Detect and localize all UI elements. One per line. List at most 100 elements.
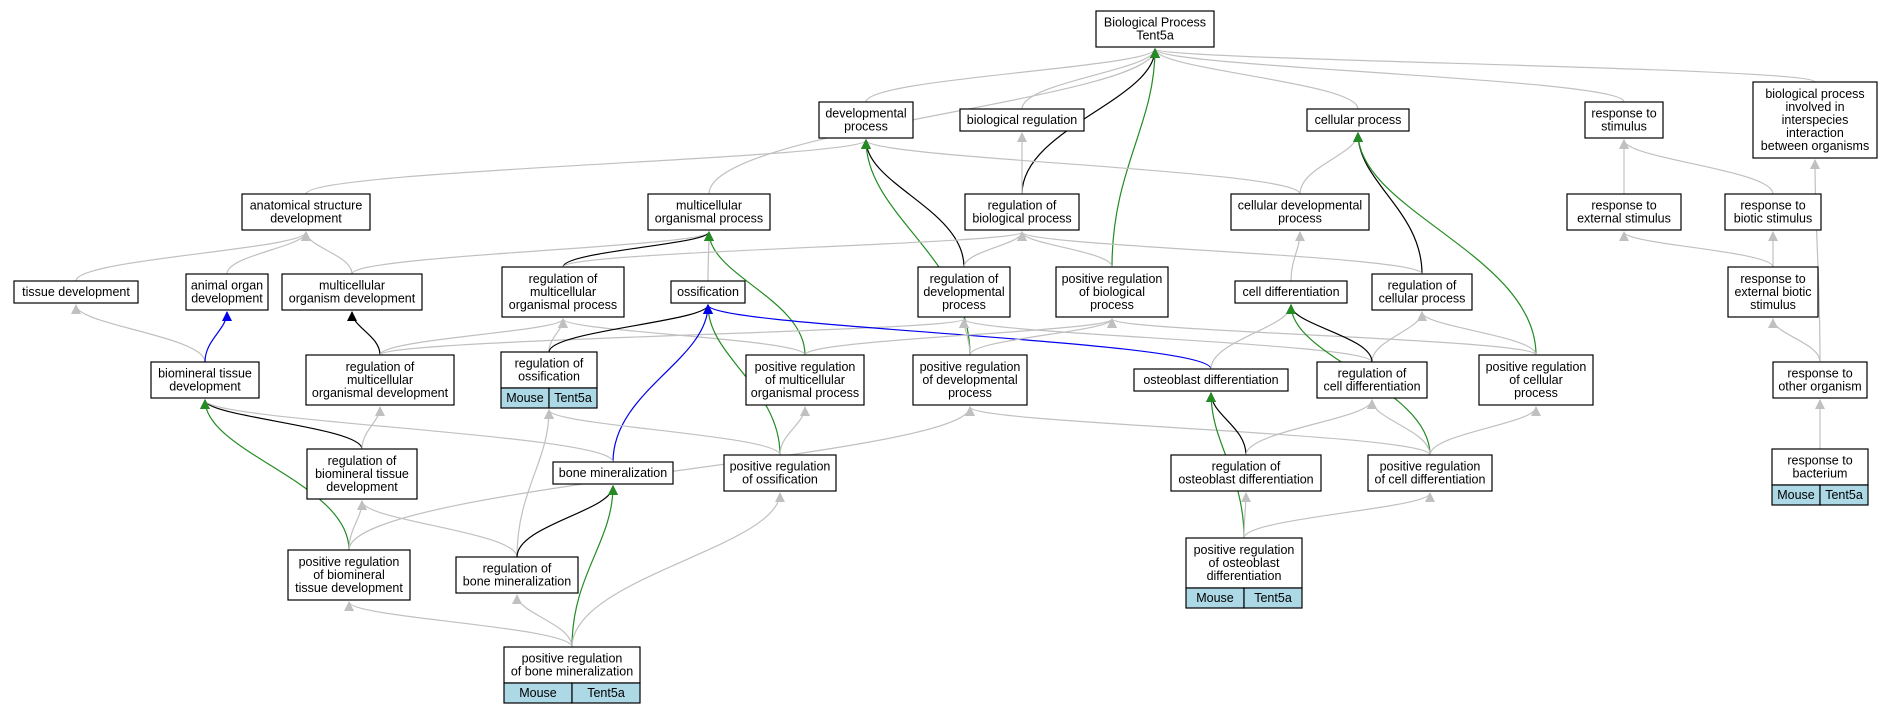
node-label-line: of developmental — [922, 373, 1017, 387]
annotation-cell — [1243, 587, 1303, 609]
node-box — [1170, 454, 1322, 492]
node-box — [241, 193, 371, 231]
edge-posregdevproc-to-posregbio — [969, 318, 1117, 356]
edge-regosteodiff-to-regcelldiff — [1245, 399, 1377, 456]
node-label-line: anatomical structure — [250, 199, 363, 213]
go-term-node-cellproc[interactable]: cellular process — [1306, 108, 1410, 132]
edge-posregmultiproc-to-multiorg — [704, 231, 806, 356]
edge-posregcelldiff-to-posregcellproc — [1429, 406, 1541, 456]
edge-regmultidev-to-regmultiproc — [379, 318, 568, 356]
edge-posregoss-to-regoss — [544, 409, 781, 456]
node-label-line: of biological — [1079, 285, 1145, 299]
node-box — [500, 351, 598, 389]
edge-cellproc-to-root — [1150, 48, 1359, 110]
go-term-node-ossification[interactable]: ossification — [670, 280, 746, 304]
edge-posregcellproc-to-cellproc — [1353, 132, 1537, 356]
go-term-node-bioreg[interactable]: biological regulation — [959, 108, 1085, 132]
edge-posregcellproc-to-posregbio — [1107, 318, 1537, 356]
go-term-node-celldiff[interactable]: cell differentiation — [1234, 280, 1348, 304]
go-term-node-bonemin[interactable]: bone mineralization — [552, 461, 674, 485]
edge-posregbiomintissue-to-biomintissue — [200, 399, 350, 551]
node-label-line: process — [1514, 386, 1558, 400]
node-label-line: developmental — [825, 107, 906, 121]
node-label-line: process — [942, 298, 986, 312]
node-label-line: positive regulation — [1486, 360, 1587, 374]
node-label-line: multicellular — [319, 279, 385, 293]
node-label-line: positive regulation — [730, 460, 831, 474]
edge-regcelldiff-to-regdevproc — [959, 318, 1373, 363]
node-box — [1230, 193, 1370, 231]
node-box — [306, 448, 418, 500]
node-label-line: regulation of — [515, 357, 584, 371]
edge-posregosteodiff-to-regosteodiff — [1240, 492, 1251, 539]
node-box — [1584, 101, 1664, 139]
node-label-line: development — [191, 292, 263, 306]
node-label-line: response to — [1787, 367, 1852, 381]
edge-regdevproc-to-devproc — [861, 139, 965, 268]
node-label-line: cellular developmental — [1238, 199, 1362, 213]
go-term-node-tissuedev[interactable]: tissue development — [13, 280, 139, 304]
node-box — [670, 280, 746, 304]
go-term-node-osteodiff[interactable]: osteoblast differentiation — [1133, 368, 1289, 392]
edge-regbiomintissue-to-regmultidev — [361, 406, 385, 450]
node-label-line: response to — [1787, 454, 1852, 468]
edge-posregcelldiff-to-posregdevproc — [965, 406, 1431, 456]
node-label-line: of ossification — [742, 473, 818, 487]
node-box — [1478, 354, 1594, 406]
node-box — [1185, 537, 1303, 589]
node-label-line: ossification — [518, 370, 580, 384]
node-label-line: biomineral tissue — [158, 367, 252, 381]
node-label-line: cellular process — [1315, 113, 1402, 127]
edge-regbiomintissue-to-biomintissue — [200, 399, 363, 450]
edge-posregbonemin-to-posregoss — [571, 492, 785, 648]
edge-biomintissue-to-tissuedev — [71, 304, 206, 363]
node-label-line: interaction — [1786, 126, 1844, 140]
node-box — [912, 354, 1028, 406]
node-label-line: biological process — [1765, 87, 1864, 101]
node-label-line: positive regulation — [299, 555, 400, 569]
annotation-label: Mouse — [1196, 591, 1234, 605]
annotation-label: Tent5a — [1825, 488, 1863, 502]
annotation-label: Mouse — [519, 686, 557, 700]
edge-posregcelldiff-to-regcelldiff — [1367, 399, 1431, 456]
edge-bonemin-to-biomintissue — [200, 399, 614, 463]
edge-respother-to-interspecies — [1810, 159, 1821, 363]
node-label-line: of biomineral — [313, 568, 385, 582]
node-label-line: of cellular — [1509, 373, 1563, 387]
node-box — [818, 101, 914, 139]
